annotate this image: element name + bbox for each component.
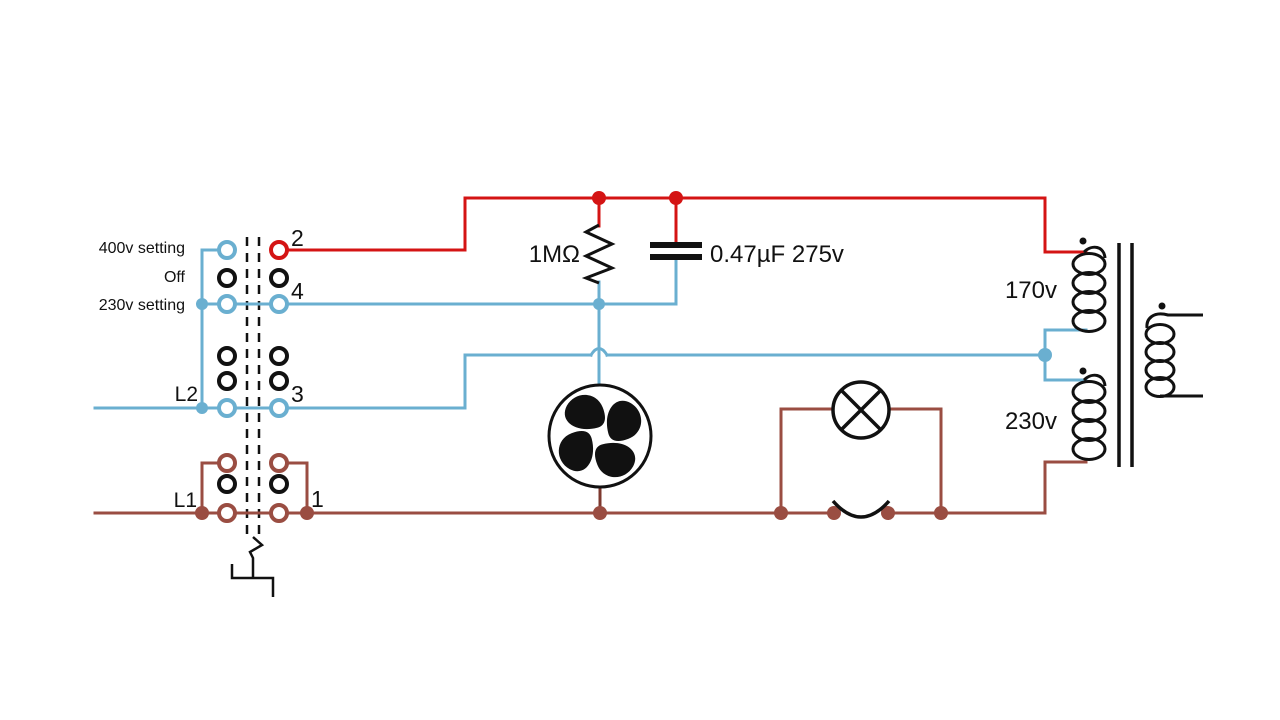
label-off: Off <box>164 269 186 286</box>
wire-terminal2-to-170v <box>286 196 1088 254</box>
label-terminal-3: 3 <box>291 381 304 407</box>
terminal-spare-1-right <box>269 346 289 366</box>
terminal-l1-left <box>217 503 237 523</box>
terminal-l1-top-left <box>217 453 237 473</box>
terminal-l1-mid-right <box>269 474 289 494</box>
terminal-l1-mid-left <box>217 474 237 494</box>
primary-winding-230v: 230v <box>1005 367 1107 461</box>
primary-winding-170v: 170v <box>1005 237 1107 333</box>
terminal-spare-2-left <box>217 371 237 391</box>
label-l2: L2 <box>175 383 198 406</box>
lamp <box>831 380 891 440</box>
terminal-off-left <box>217 268 237 288</box>
wire-l2-to-hop <box>93 353 593 410</box>
terminal-spare-2-right <box>269 371 289 391</box>
capacitor-plate-top <box>650 242 702 248</box>
junction-blue-l2 <box>196 402 208 414</box>
selector-terminals <box>217 240 289 523</box>
terminal-3 <box>269 398 289 418</box>
wire-crossover-hop <box>588 347 610 358</box>
label-230v-setting: 230v setting <box>99 297 185 314</box>
junction-brown-lamp-right <box>934 506 948 520</box>
polarity-dot-secondary <box>1158 302 1166 310</box>
junction-blue-230v <box>196 298 208 310</box>
capacitor-047uf: 0.47µF 275v <box>650 241 844 268</box>
terminal-l2-left <box>217 398 237 418</box>
terminal-2 <box>269 240 289 260</box>
selector-linkage <box>230 237 275 597</box>
resistor-zigzag-icon <box>581 223 616 285</box>
terminal-4 <box>269 294 289 314</box>
winding-230v-label: 230v <box>1005 408 1057 435</box>
junction-blue-rc <box>593 298 605 310</box>
operating-handle-icon <box>230 564 275 597</box>
junction-brown-switch-right <box>881 506 895 520</box>
transformer: 170v 230v <box>1005 237 1203 467</box>
terminal-off-right <box>269 268 289 288</box>
wire-l1-to-230v-winding <box>886 460 1088 515</box>
manual-linkage-icon <box>248 536 265 577</box>
label-terminal-4: 4 <box>291 278 304 304</box>
labels: 400v setting Off 230v setting L2 L1 2 4 … <box>99 225 324 512</box>
junction-blue-transformer-tap <box>1038 348 1052 362</box>
junction-red-resistor <box>592 191 606 205</box>
fan-motor-icon <box>558 394 642 478</box>
capacitor-value-label: 0.47µF 275v <box>710 241 844 268</box>
capacitor-plate-bottom <box>650 254 702 260</box>
junction-red-capacitor <box>669 191 683 205</box>
label-400v-setting: 400v setting <box>99 240 185 257</box>
secondary-winding <box>1144 302 1203 398</box>
terminal-230v-left <box>217 294 237 314</box>
polarity-dot-170v <box>1079 237 1087 245</box>
switch-contact-icon <box>831 499 891 519</box>
wire-lamp-branch-right <box>887 407 943 515</box>
junction-dots <box>195 191 1052 520</box>
winding-170v-label: 170v <box>1005 277 1057 304</box>
junction-brown-lamp-left <box>774 506 788 520</box>
terminal-1 <box>269 503 289 523</box>
lamp-cross-2 <box>839 388 883 432</box>
blue-wiring <box>93 248 1088 410</box>
wire-terminal4-to-capacitor <box>200 259 678 306</box>
label-terminal-2: 2 <box>291 225 304 251</box>
junction-brown-fan <box>593 506 607 520</box>
terminal-l1-top-right <box>269 453 289 473</box>
polarity-dot-230v <box>1079 367 1087 375</box>
junction-brown-switch-left <box>827 506 841 520</box>
label-terminal-1: 1 <box>311 486 324 512</box>
junction-brown-l1 <box>195 506 209 520</box>
wire-lamp-branch-left <box>779 407 835 515</box>
label-l1: L1 <box>174 489 197 512</box>
fan-motor <box>547 383 653 489</box>
resistor-value-label: 1MΩ <box>529 241 580 268</box>
terminal-400v-left <box>217 240 237 260</box>
terminal-spare-1-left <box>217 346 237 366</box>
junction-brown-1 <box>300 506 314 520</box>
fan-hub <box>592 428 608 444</box>
resistor-1mohm: 1MΩ <box>529 223 616 285</box>
